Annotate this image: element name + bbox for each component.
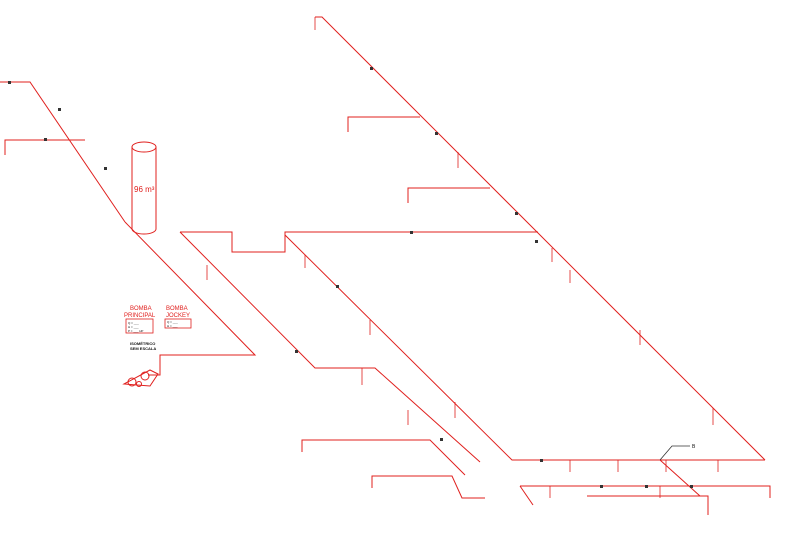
fitting-marker [535, 240, 538, 243]
pump-main-legend-line: H = ___ [128, 325, 139, 329]
note-isometric: ISOMÉTRICO [130, 341, 155, 346]
pump-valve-symbol [136, 381, 142, 387]
callout-b: B [659, 444, 696, 461]
fitting-marker [435, 132, 438, 135]
pump-main-subtitle: PRINCIPAL [124, 313, 156, 319]
fitting-marker [515, 212, 518, 215]
note-no-scale: SEM ESCALA [130, 346, 156, 351]
pump-manifold [122, 369, 159, 387]
pipe-branch-left [4, 139, 85, 155]
fitting-marker [58, 108, 61, 111]
pump-jockey-subtitle: JOCKEY [166, 313, 190, 319]
pipe-branch-2 [407, 187, 490, 203]
pipe-branch-br-2 [519, 485, 534, 506]
fitting-marker [370, 67, 373, 70]
pump-main-title: BOMBA [130, 306, 152, 312]
pipe-branch-br-4 [659, 459, 701, 497]
fitting-marker [690, 485, 693, 488]
pump-main-label: BOMBA PRINCIPAL Q = ___ H = ___ P = ___ … [124, 306, 156, 334]
fitting-marker [336, 285, 339, 288]
pipe-branch-1 [347, 116, 420, 132]
fitting-marker [8, 81, 11, 84]
pump-jockey-symbol [140, 371, 150, 381]
fitting-marker [104, 167, 107, 170]
fitting-marker [440, 438, 443, 441]
pipe-to-distribution [179, 231, 481, 463]
pump-jockey-legend-line: Q = ___ [167, 320, 178, 324]
pipe-network [0, 16, 771, 515]
pipe-branch-low-2 [371, 475, 485, 499]
pipe-loop-diagonal [284, 234, 765, 461]
pipe-branch-low-1 [301, 439, 466, 476]
fitting-marker [540, 459, 543, 462]
pipe-tank-outlet [124, 221, 257, 376]
fitting-marker [44, 138, 47, 141]
drawing-note: ISOMÉTRICO SEM ESCALA [130, 341, 156, 351]
pump-assembly [122, 369, 159, 387]
fitting-marker [410, 231, 413, 234]
callout-leader [659, 445, 690, 461]
pump-main-legend-box [125, 318, 154, 334]
pipe-main-diagonal [315, 16, 766, 461]
pipe-inlet-top-left [0, 81, 126, 223]
pump-jockey-label: BOMBA JOCKEY Q = ___ H = ___ [164, 306, 192, 329]
pump-main-legend-line: Q = ___ [128, 321, 139, 325]
water-tank: 96 m³ [131, 141, 157, 235]
tank-top [131, 141, 157, 153]
tank-bottom [131, 228, 157, 235]
pipe-branch-br-1 [520, 485, 771, 498]
fitting-marker [600, 485, 603, 488]
fitting-marker [295, 350, 298, 353]
pump-jockey-legend-line: H = ___ [167, 324, 178, 328]
pipe-branch-br-3 [587, 495, 709, 515]
callout-label: B [692, 444, 696, 450]
fitting-marker [645, 485, 648, 488]
pump-jockey-title: BOMBA [166, 306, 188, 312]
fittings [8, 67, 693, 488]
pump-main-legend-line: P = ___ HP [128, 329, 143, 333]
tank-capacity-label: 96 m³ [134, 185, 155, 194]
pipe-header-top [180, 231, 538, 253]
pump-jockey-legend-box [164, 318, 192, 329]
